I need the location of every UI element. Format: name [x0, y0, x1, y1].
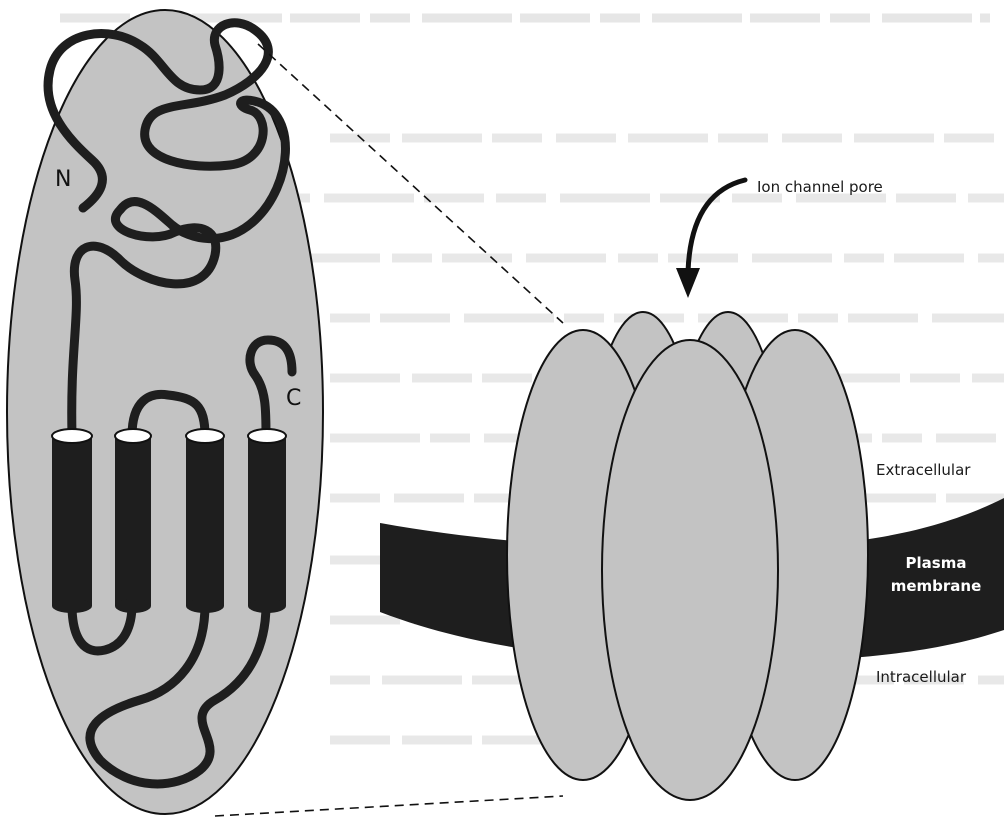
helix-4: [248, 429, 286, 613]
c-terminus-label: C: [286, 386, 301, 411]
intracellular-label: Intracellular: [876, 668, 967, 686]
extracellular-label: Extracellular: [876, 461, 971, 479]
helix-1: [52, 429, 92, 613]
n-terminus-label: N: [55, 167, 71, 192]
helix-3: [186, 429, 224, 613]
helix-2: [115, 429, 151, 613]
ion-channel-pore-label: Ion channel pore: [757, 178, 883, 196]
plasma-membrane-label-line2: membrane: [891, 577, 982, 595]
plasma-membrane-label-line1: Plasma: [906, 554, 967, 572]
subunit-front: [602, 340, 778, 800]
